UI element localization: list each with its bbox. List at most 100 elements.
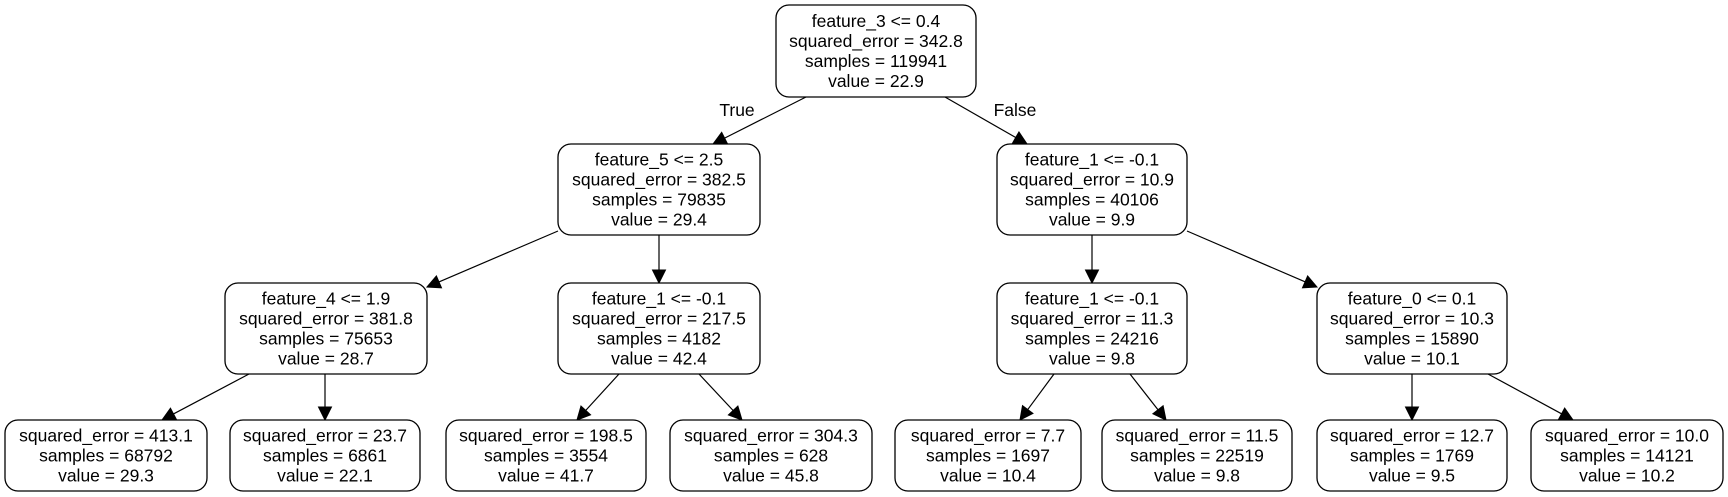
arrowhead-icon	[1301, 274, 1319, 289]
node-line: value = 9.8	[1049, 349, 1135, 369]
node-line: value = 42.4	[611, 349, 707, 369]
edge-line	[724, 96, 807, 139]
arrowhead-icon	[1151, 404, 1167, 421]
node-line: value = 9.5	[1369, 466, 1455, 486]
node-line: squared_error = 10.0	[1545, 426, 1709, 447]
node-line: feature_1 <= -0.1	[1025, 289, 1159, 310]
node-line: value = 41.7	[498, 466, 594, 486]
node-line: squared_error = 342.8	[789, 31, 963, 52]
node-line: value = 29.3	[58, 466, 154, 486]
node-line: samples = 22519	[1130, 446, 1264, 466]
node-line: feature_5 <= 2.5	[595, 150, 723, 171]
node-line: value = 9.8	[1154, 466, 1240, 486]
arrowhead-icon	[1011, 130, 1028, 145]
node-box	[557, 282, 761, 375]
node-line: value = 10.1	[1364, 349, 1460, 369]
node-box	[229, 419, 421, 492]
node-line: squared_error = 23.7	[243, 426, 407, 447]
node-line: samples = 628	[714, 446, 828, 466]
edge-line	[173, 373, 250, 415]
arrowhead-icon	[317, 406, 333, 422]
node-line: value = 45.8	[723, 466, 819, 486]
edge-line	[698, 373, 734, 411]
node-line: squared_error = 7.7	[911, 426, 1065, 447]
edge-n1-n3	[425, 230, 559, 289]
node-line: squared_error = 11.3	[1011, 309, 1174, 330]
node-box	[1316, 419, 1508, 492]
node-line: samples = 6861	[263, 446, 387, 466]
edge-n2-n6	[1186, 230, 1319, 289]
node-line: samples = 75653	[259, 329, 393, 349]
node-line: squared_error = 10.3	[1330, 309, 1494, 330]
edge-line	[1186, 230, 1306, 283]
node-box	[1101, 419, 1293, 492]
node-line: squared_error = 382.5	[572, 170, 746, 191]
edge-label-false: False	[994, 100, 1037, 120]
edge-line	[438, 230, 559, 283]
node-line: feature_3 <= 0.4	[812, 11, 941, 32]
node-line: value = 22.1	[277, 466, 373, 486]
edge-n6-l8	[1487, 373, 1574, 421]
edge-n4-l3	[576, 373, 620, 421]
edge-n3-l2	[317, 374, 333, 422]
edge-line	[944, 96, 1017, 139]
edge-line	[585, 373, 620, 411]
edge-n2-n5	[1084, 235, 1100, 285]
node-box	[996, 282, 1188, 375]
edge-line	[1027, 373, 1055, 410]
node-line: feature_1 <= -0.1	[1025, 150, 1159, 171]
node-line: value = 10.4	[940, 466, 1036, 486]
node-line: value = 29.4	[611, 210, 707, 230]
node-line: squared_error = 10.9	[1010, 170, 1174, 191]
node-line: squared_error = 217.5	[572, 309, 746, 330]
node-line: samples = 119941	[805, 51, 947, 71]
arrowhead-icon	[576, 405, 592, 421]
edges-layer: True False	[161, 96, 1574, 422]
edge-n4-l4	[698, 373, 743, 421]
node-line: value = 9.9	[1049, 210, 1135, 230]
edge-root-n1: True	[712, 96, 807, 145]
node-line: feature_4 <= 1.9	[262, 289, 390, 310]
node-line: squared_error = 381.8	[239, 309, 413, 330]
edge-label-true: True	[719, 100, 754, 120]
edge-n6-l7	[1404, 374, 1420, 422]
node-line: feature_0 <= 0.1	[1348, 289, 1476, 310]
arrowhead-icon	[1404, 406, 1420, 422]
node-line: samples = 79835	[592, 190, 726, 210]
arrowhead-icon	[1084, 269, 1100, 285]
node-box	[996, 143, 1188, 236]
edge-n5-l6	[1129, 373, 1167, 421]
edge-line	[1129, 373, 1159, 411]
arrowhead-icon	[425, 274, 443, 289]
arrowhead-icon	[651, 269, 667, 285]
node-box	[445, 419, 647, 492]
node-box	[224, 282, 428, 375]
node-box	[894, 419, 1082, 492]
edge-n5-l5	[1019, 373, 1055, 421]
node-box	[1530, 419, 1724, 492]
node-box	[775, 4, 977, 98]
node-line: squared_error = 198.5	[459, 426, 633, 447]
node-line: samples = 24216	[1025, 329, 1159, 349]
node-line: value = 10.2	[1579, 466, 1675, 486]
node-box	[1316, 282, 1508, 375]
node-line: samples = 68792	[39, 446, 173, 466]
node-line: value = 22.9	[828, 71, 924, 91]
node-line: samples = 1697	[926, 446, 1050, 466]
node-line: feature_1 <= -0.1	[592, 289, 726, 310]
edge-line	[1487, 373, 1562, 415]
edge-root-n2: False	[944, 96, 1037, 145]
edge-n3-l1	[161, 373, 250, 421]
